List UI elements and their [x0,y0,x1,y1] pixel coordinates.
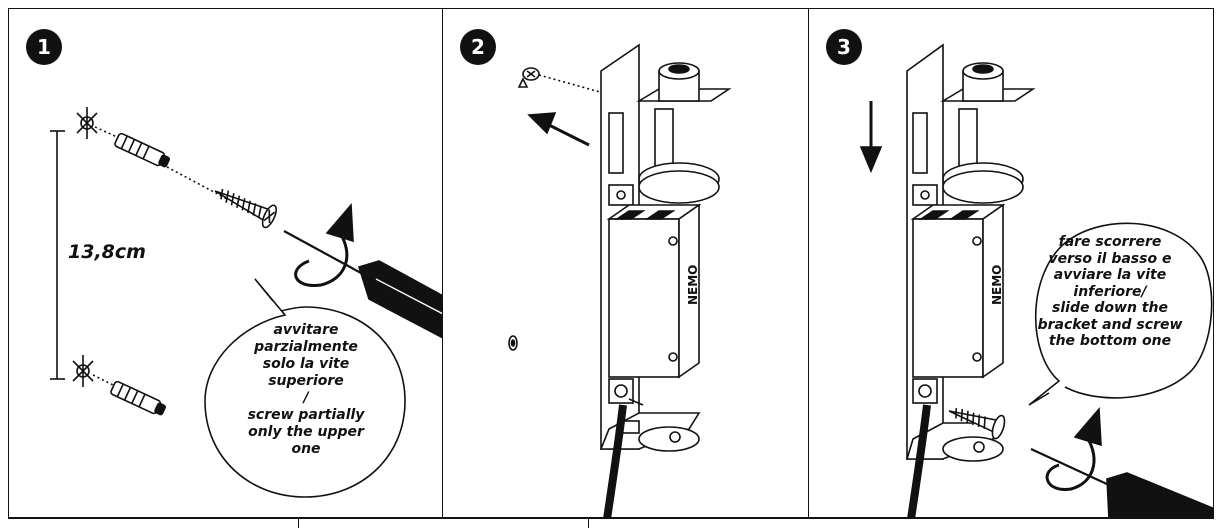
step-1-line: avvitare [273,322,339,338]
step-3-panel: 3 NEMO [808,8,1214,518]
step-3-illustration: NEMO [859,43,1213,517]
step-1-line: parzialmente [254,339,358,355]
step-1-panel: 1 [8,8,444,518]
step-3-line: avviare la vite [1053,267,1167,283]
step-1-instruction: avvitare parzialmente solo la vite super… [235,322,377,458]
step-1-badge: 1 [26,29,62,65]
step-3-line: verso il basso e [1048,250,1172,267]
step-2-panel: 2 [442,8,810,518]
step-1-line: / [303,390,309,406]
step-3-instruction: fare scorrere verso il basso e avviare l… [1035,234,1185,350]
step-3-line: bracket and screw [1037,316,1183,333]
step-1-line: screw partially [247,407,365,423]
step-1-line: only the upper [248,424,364,440]
bottom-row-divider [588,518,589,528]
bottom-row-divider [298,518,299,528]
bottom-row-border [8,518,1214,529]
device-brand-label: NEMO [990,265,1004,305]
step-1-line: superiore [268,373,344,389]
step-1-line: solo la vite [262,356,350,372]
device-brand-label: NEMO [686,265,700,305]
step-1-line: one [291,441,321,457]
step-3-line: inferiore/ [1073,283,1147,300]
step-3-line: the bottom one [1048,333,1172,349]
step-2-badge: 2 [460,29,496,65]
step-1-illustration [50,107,443,498]
step-2-illustration: NEMO [508,43,732,517]
step-3-line: slide down the [1052,300,1168,316]
dimension-label: 13,8cm [68,241,146,263]
step-3-badge: 3 [826,29,862,65]
step-3-line: fare scorrere [1058,234,1162,250]
